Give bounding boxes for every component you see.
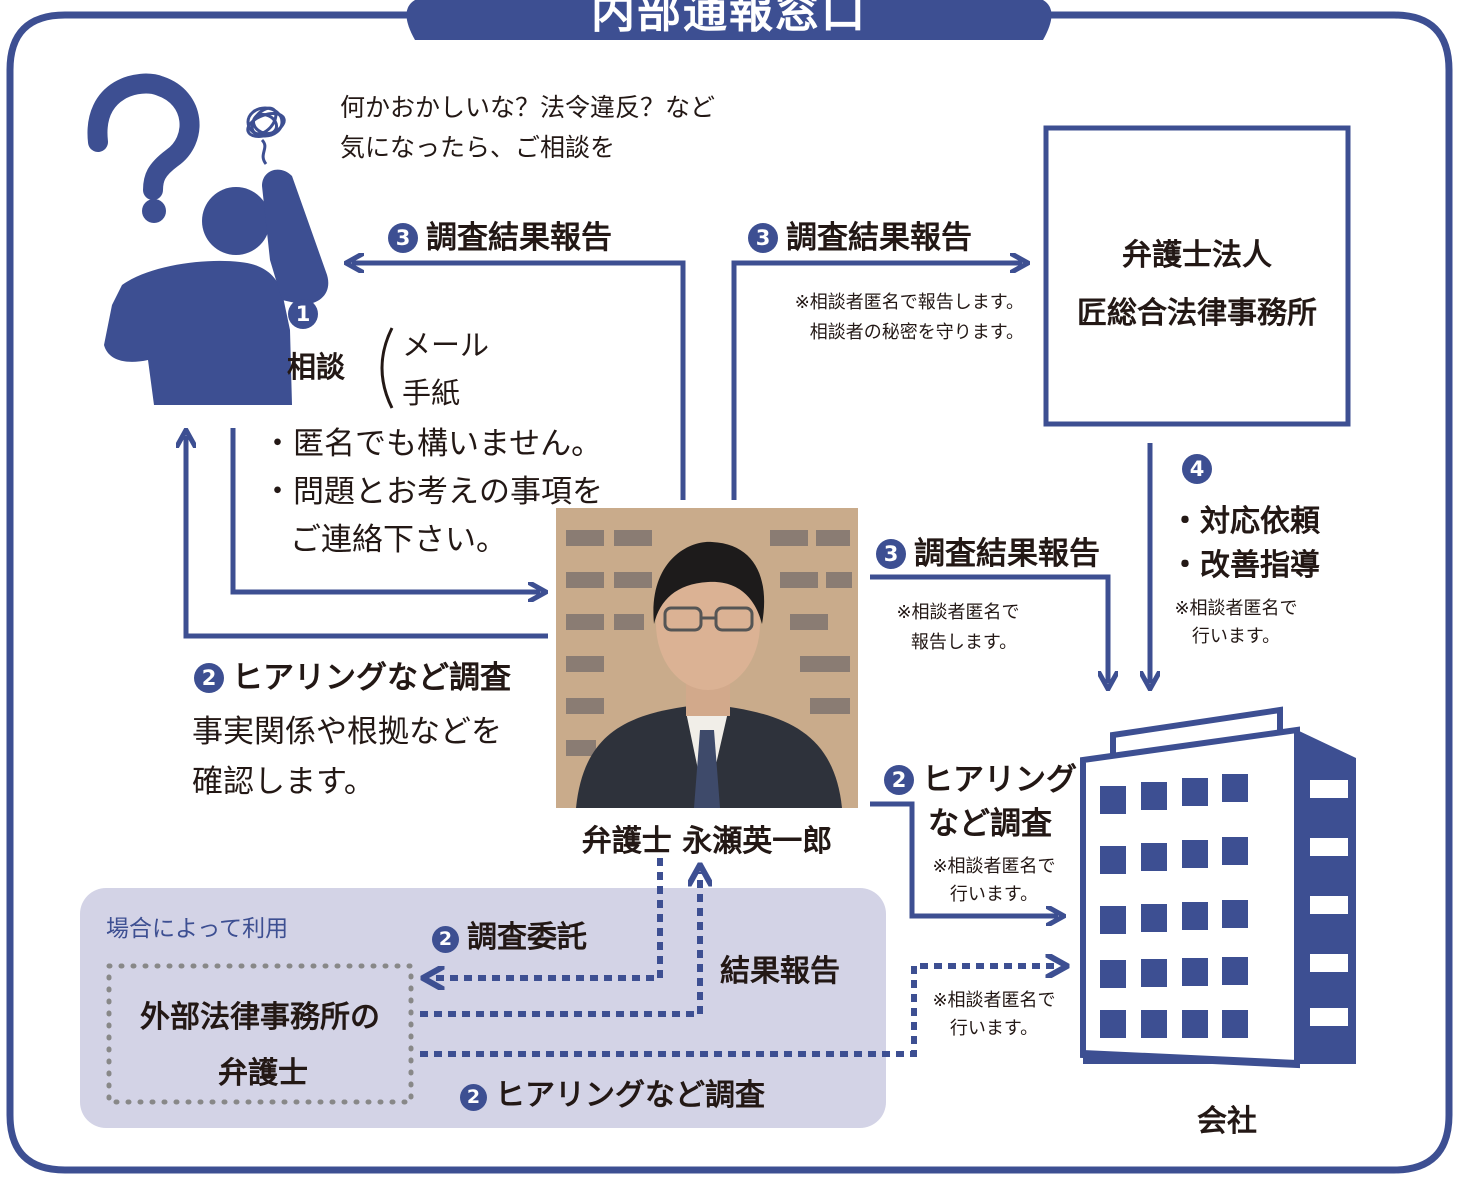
step-2-badge: 2 (460, 1084, 487, 1111)
hearing-to-company-arrow (870, 801, 1058, 916)
result-report-label: 結果報告 (720, 954, 840, 989)
consult-note-2: ・問題とお考えの事項を (262, 474, 603, 510)
report-to-firm-note-1: ※相談者匿名で報告します。 (794, 292, 1024, 313)
report-to-firm-note-2: 相談者の秘密を守ります。 (809, 322, 1024, 343)
hearing-to-consultee-arrow (186, 436, 548, 639)
external-lawyer-name-1: 外部法律事務所の (140, 1000, 380, 1035)
question-mark-icon (87, 73, 200, 223)
law-firm-name-2: 匠総合法律事務所 (1077, 296, 1317, 331)
thought-line-2: 気になったら、ご相談を (340, 133, 616, 162)
consult-arrow (230, 428, 540, 592)
step-4-badge: 4 (1182, 454, 1212, 484)
company-building-icon (1080, 706, 1356, 1069)
lawyer-name: 弁護士 永瀬英一郎 (581, 824, 833, 859)
company-label: 会社 (1197, 1104, 1257, 1139)
law-firm-box (1043, 125, 1351, 427)
external-lawyer-box (106, 963, 414, 1105)
hearing-company-note-1: ※相談者匿名で (932, 856, 1056, 877)
external-lawyer-name-2: 弁護士 (218, 1056, 308, 1091)
report-to-firm-arrow (731, 263, 1022, 500)
lawyer-photo (556, 508, 858, 808)
outer-frame (6, 11, 1453, 1174)
consult-method-mail: メール (402, 328, 490, 362)
report-to-company-note-2: 報告します。 (910, 632, 1018, 653)
confused-scribble-icon (246, 106, 286, 165)
person-icon (104, 169, 329, 405)
consult-label: 相談 (287, 350, 346, 384)
external-hearing-note-2: 行います。 (949, 1018, 1039, 1039)
optional-area-label: 場合によって利用 (106, 916, 289, 942)
page-title: 内部通報窓口 (591, 0, 867, 38)
step-4-note-2: 行います。 (1191, 626, 1281, 647)
step-4-note-1: ※相談者匿名で (1174, 598, 1298, 619)
outsource-arrow (430, 858, 663, 978)
step-2-badge: 2 (432, 926, 459, 953)
step-1-badge: 1 (288, 299, 318, 329)
law-firm-name-1: 弁護士法人 (1122, 238, 1272, 273)
external-hearing-arrow (420, 966, 1060, 1057)
title-banner (406, 0, 1052, 40)
consult-note-1: ・匿名でも構いません。 (262, 426, 603, 462)
hearing-company-note-2: 行います。 (949, 884, 1039, 905)
consult-method-bracket (380, 327, 394, 409)
step-4-item-1: ・対応依頼 (1170, 504, 1320, 539)
report-to-company-note-1: ※相談者匿名で (896, 602, 1020, 623)
step-3-badge: 3 (876, 539, 906, 569)
step-2-badge: 2 (884, 765, 914, 795)
report-to-consultee-arrow (352, 263, 686, 500)
hearing-consultee-desc-2: 確認します。 (192, 764, 375, 800)
consult-note-3: ご連絡下さい。 (290, 522, 507, 558)
thought-line-1: 何かおかしいな？法令違反？など (340, 93, 716, 122)
result-report-arrow (420, 872, 700, 1017)
consult-method-letter: 手紙 (402, 376, 461, 410)
report-to-company-arrow (870, 574, 1108, 683)
step-4-item-2: ・改善指導 (1170, 548, 1320, 583)
hearing-company-label-2: など調査 (928, 806, 1052, 842)
external-hearing-note-1: ※相談者匿名で (932, 990, 1056, 1011)
step-3-badge: 3 (748, 223, 778, 253)
step-2-badge: 2 (194, 663, 224, 693)
optional-area (80, 888, 886, 1128)
step-3-badge: 3 (388, 223, 418, 253)
hearing-consultee-desc-1: 事実関係や根拠などを (192, 714, 502, 750)
